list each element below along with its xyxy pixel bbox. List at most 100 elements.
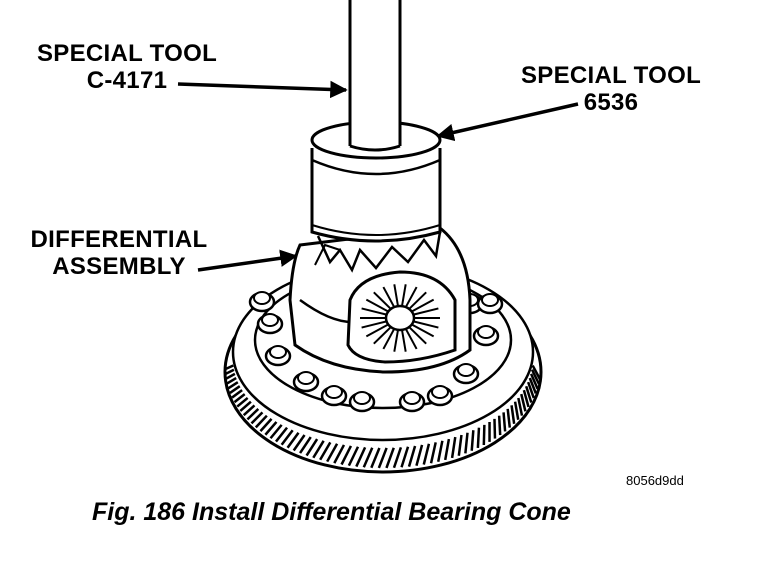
gear-tooth bbox=[476, 427, 481, 449]
gear-tooth bbox=[526, 381, 535, 399]
gear-tooth bbox=[373, 326, 392, 345]
gear-tooth bbox=[373, 291, 392, 310]
gear-tooth bbox=[333, 444, 346, 464]
gear-tooth bbox=[493, 418, 497, 439]
bolt-head bbox=[320, 385, 348, 407]
gear-tooth bbox=[233, 393, 246, 404]
gear-tooth bbox=[422, 443, 431, 465]
gear-hub bbox=[384, 304, 416, 332]
gear-tooth bbox=[229, 385, 241, 394]
bolt-head bbox=[348, 391, 376, 413]
gear-tooth bbox=[497, 415, 502, 436]
gear-tooth bbox=[510, 405, 516, 424]
gear-tooth bbox=[470, 430, 475, 451]
gear-tooth bbox=[299, 436, 312, 454]
gear-tooth bbox=[340, 445, 353, 466]
gear-tooth bbox=[365, 298, 389, 313]
label-special-tool-c4171: SPECIAL TOOL C-4171 bbox=[24, 40, 230, 94]
gear-tooth bbox=[361, 320, 387, 329]
differential-case bbox=[288, 226, 472, 374]
gear-tooth bbox=[377, 447, 388, 469]
label-line: DIFFERENTIAL bbox=[30, 226, 208, 253]
gear-tooth bbox=[224, 364, 234, 371]
ring-gear-bolts bbox=[248, 291, 504, 413]
figure-code: 8056d9dd bbox=[626, 473, 684, 488]
arrow-6536 bbox=[436, 102, 579, 142]
gear-tooth bbox=[362, 447, 374, 468]
gear-tooth bbox=[246, 408, 260, 421]
gear-tooth bbox=[404, 286, 418, 308]
bolt-head bbox=[426, 385, 454, 407]
gear-tooth bbox=[319, 441, 332, 461]
label-special-tool-6536: SPECIAL TOOL 6536 bbox=[505, 62, 717, 116]
gear-tooth bbox=[429, 442, 437, 464]
special-tool-c4171 bbox=[348, 0, 402, 152]
gear-tooth bbox=[401, 284, 407, 307]
figure-caption: Fig. 186 Install Differential Bearing Co… bbox=[92, 498, 571, 526]
ring-gear-teeth bbox=[224, 364, 542, 469]
gear-tooth bbox=[361, 307, 387, 316]
gear-tooth bbox=[236, 396, 249, 408]
bolt-head bbox=[476, 293, 504, 315]
bolt-head bbox=[292, 371, 320, 393]
bolt-head bbox=[472, 325, 500, 347]
bolt-head bbox=[248, 291, 276, 313]
gear-tooth bbox=[407, 445, 417, 467]
gear-tooth bbox=[411, 323, 435, 338]
gear-tooth bbox=[408, 291, 427, 310]
gear-tooth bbox=[231, 389, 243, 399]
gear-tooth bbox=[275, 426, 289, 443]
gear-tooth bbox=[520, 393, 527, 412]
gear-tooth bbox=[382, 328, 396, 350]
label-line: C-4171 bbox=[86, 67, 168, 94]
gear-tooth bbox=[482, 424, 486, 446]
gear-tooth bbox=[408, 326, 427, 345]
gear-tooth bbox=[401, 329, 407, 352]
gear-tooth bbox=[415, 444, 424, 467]
gear-tooth bbox=[530, 369, 541, 385]
bolt-head bbox=[264, 345, 292, 367]
gear-tooth bbox=[528, 377, 537, 394]
gear-tooth bbox=[506, 408, 512, 428]
gear-tooth bbox=[226, 376, 237, 385]
gear-tooth bbox=[264, 421, 278, 436]
gear-tooth bbox=[326, 443, 339, 463]
gear-tooth bbox=[450, 436, 457, 459]
gear-tooth bbox=[522, 389, 530, 408]
side-gear bbox=[360, 284, 440, 352]
bolt-head bbox=[256, 313, 284, 335]
gear-tooth bbox=[269, 424, 283, 440]
gear-tooth bbox=[382, 286, 396, 308]
gear-tooth bbox=[400, 446, 410, 468]
gear-tooth bbox=[254, 414, 268, 429]
gear-tooth bbox=[224, 368, 235, 376]
gear-tooth bbox=[355, 446, 367, 468]
gear-tooth bbox=[404, 328, 418, 350]
special-tool-6536 bbox=[310, 120, 442, 243]
gear-tooth bbox=[393, 329, 399, 352]
label-line: SPECIAL TOOL bbox=[520, 62, 702, 89]
gear-tooth bbox=[529, 373, 539, 390]
gear-tooth bbox=[392, 446, 403, 469]
gear-tooth bbox=[502, 412, 507, 432]
gear-tooth bbox=[225, 372, 236, 380]
arrow-c4171 bbox=[177, 80, 348, 99]
gear-tooth bbox=[464, 432, 469, 454]
label-line: ASSEMBLY bbox=[52, 253, 186, 280]
gear-tooth bbox=[239, 400, 252, 412]
gear-tooth bbox=[531, 364, 542, 380]
gear-tooth bbox=[525, 385, 533, 403]
label-line: SPECIAL TOOL bbox=[36, 40, 218, 67]
gear-tooth bbox=[370, 447, 381, 469]
gear-tooth bbox=[365, 323, 389, 338]
gear-tooth bbox=[305, 438, 319, 457]
gear-tooth bbox=[280, 429, 294, 446]
label-line: 6536 bbox=[583, 89, 639, 116]
gear-tooth bbox=[393, 284, 399, 307]
gear-tooth bbox=[292, 434, 306, 452]
gear-tooth bbox=[413, 320, 439, 329]
gear-tooth bbox=[250, 411, 264, 425]
gear-tooth bbox=[347, 446, 360, 467]
bolt-head bbox=[452, 363, 480, 385]
